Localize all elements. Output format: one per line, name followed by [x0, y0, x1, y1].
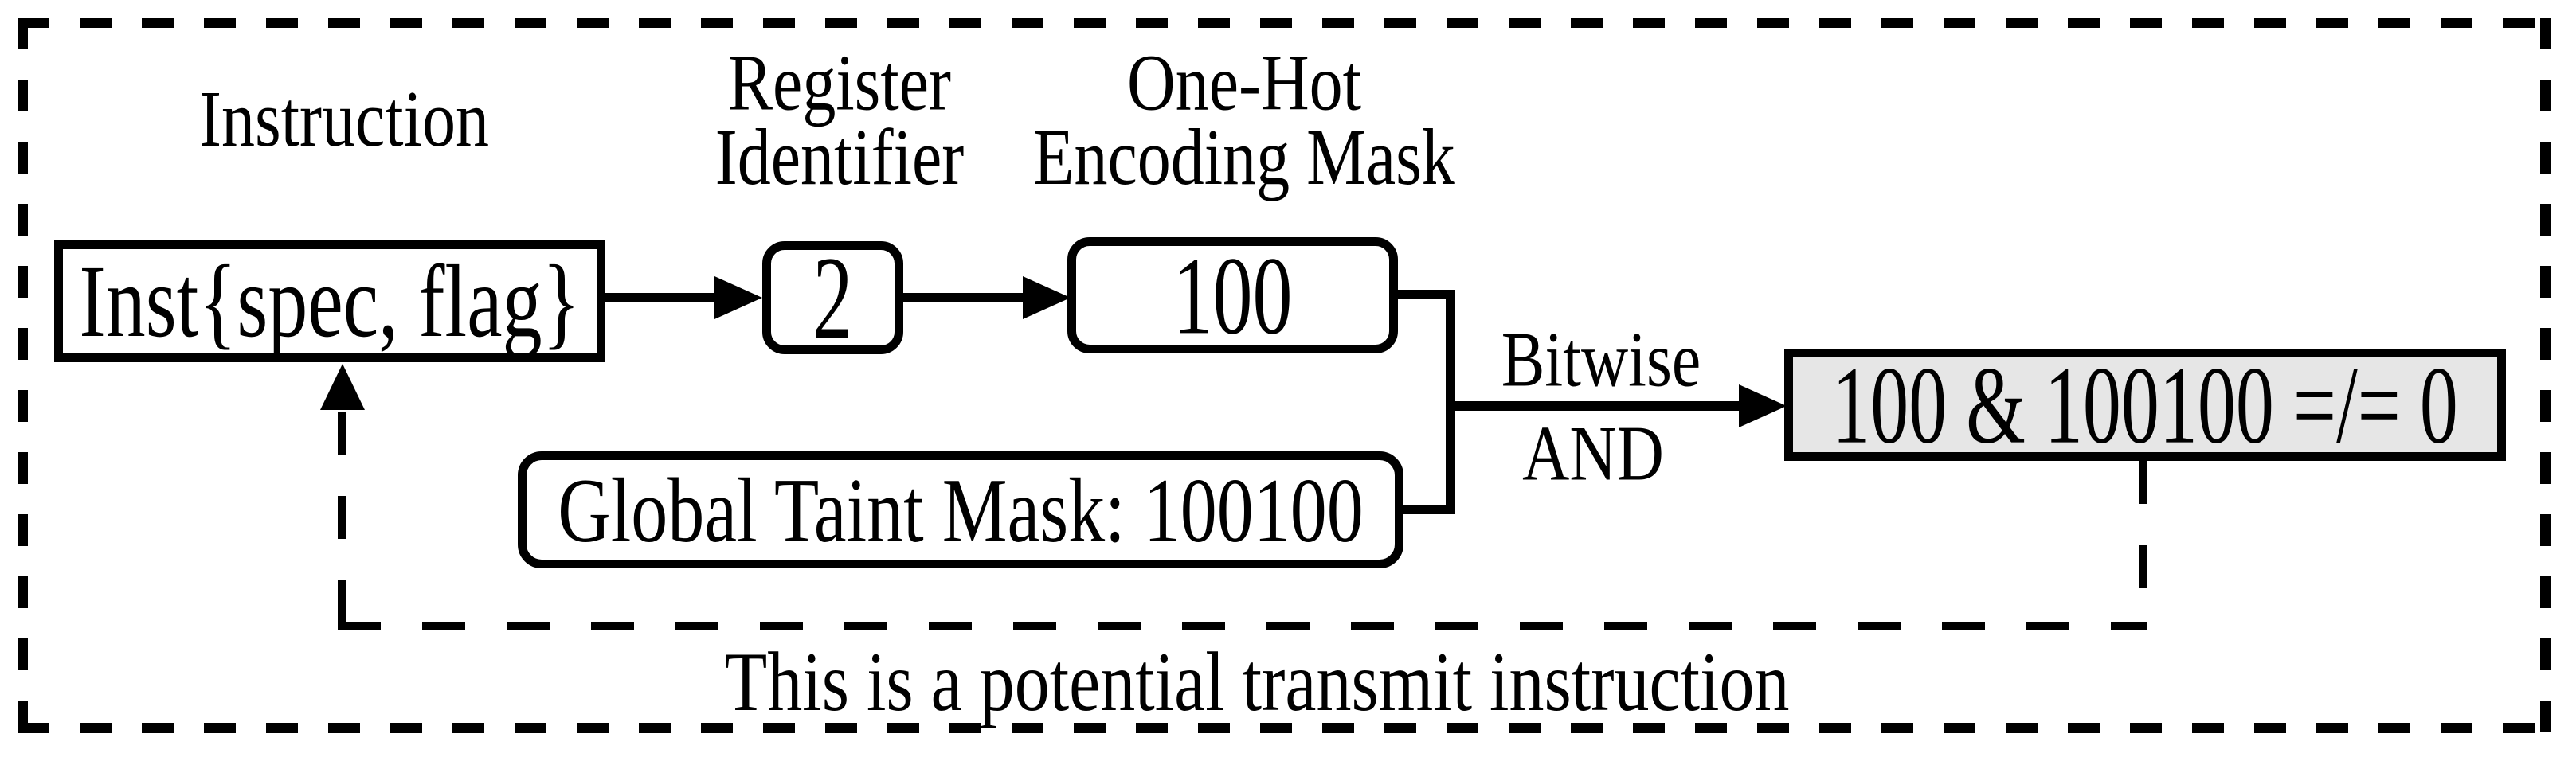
one-hot-encoding-mask-label: One-Hot Encoding Mask: [1033, 43, 1455, 197]
dashed-border-top: [18, 18, 2551, 28]
arrowhead-up-icon: [320, 364, 365, 410]
register-id-box: 2: [762, 232, 903, 364]
register-identifier-label-line1: Register: [728, 38, 951, 128]
global-taint-mask-box: Global Taint Mask: 100100: [518, 451, 1403, 568]
wire-onehot-out: [1398, 290, 1455, 299]
one-hot-mask-box-text: 100: [1173, 233, 1293, 357]
bitwise-result-box: 100 & 100100 =/= 0: [1784, 343, 2506, 466]
instruction-box-text: Inst{spec, flag}: [79, 244, 581, 359]
arrowhead-right-icon: [1023, 276, 1071, 319]
bitwise-result-box-text: 100 & 100100 =/= 0: [1832, 342, 2458, 467]
bitwise-label: Bitwise: [1501, 315, 1701, 403]
wire-regid-to-onehot: [903, 293, 1023, 302]
feedback-dashed-horizontal: [338, 622, 2147, 630]
instruction-label: Instruction: [199, 75, 489, 164]
feedback-dashed-right-vertical: [2139, 461, 2147, 622]
global-taint-mask-box-text: Global Taint Mask: 100100: [558, 459, 1364, 561]
one-hot-label-line2: Encoding Mask: [1033, 113, 1455, 202]
register-identifier-label-line2: Identifier: [714, 113, 965, 202]
wire-global-out: [1403, 505, 1455, 514]
register-id-box-text: 2: [812, 231, 853, 365]
arrowhead-right-icon: [714, 276, 762, 319]
wire-inst-to-regid: [605, 293, 721, 302]
one-hot-mask-box: 100: [1067, 233, 1398, 357]
and-label: AND: [1522, 409, 1664, 497]
dashed-border-right: [2540, 18, 2551, 733]
register-identifier-label: Register Identifier: [715, 43, 965, 197]
feedback-dashed-left-vertical: [338, 412, 346, 622]
wire-and-to-result: [1446, 401, 1739, 411]
dashed-border-left: [18, 18, 28, 733]
dashed-border-bottom: [18, 723, 2551, 733]
caption-text: This is a potential transmit instruction: [724, 636, 1790, 730]
one-hot-label-line1: One-Hot: [1127, 38, 1361, 128]
instruction-box: Inst{spec, flag}: [54, 240, 605, 362]
arrowhead-right-icon: [1739, 384, 1787, 427]
